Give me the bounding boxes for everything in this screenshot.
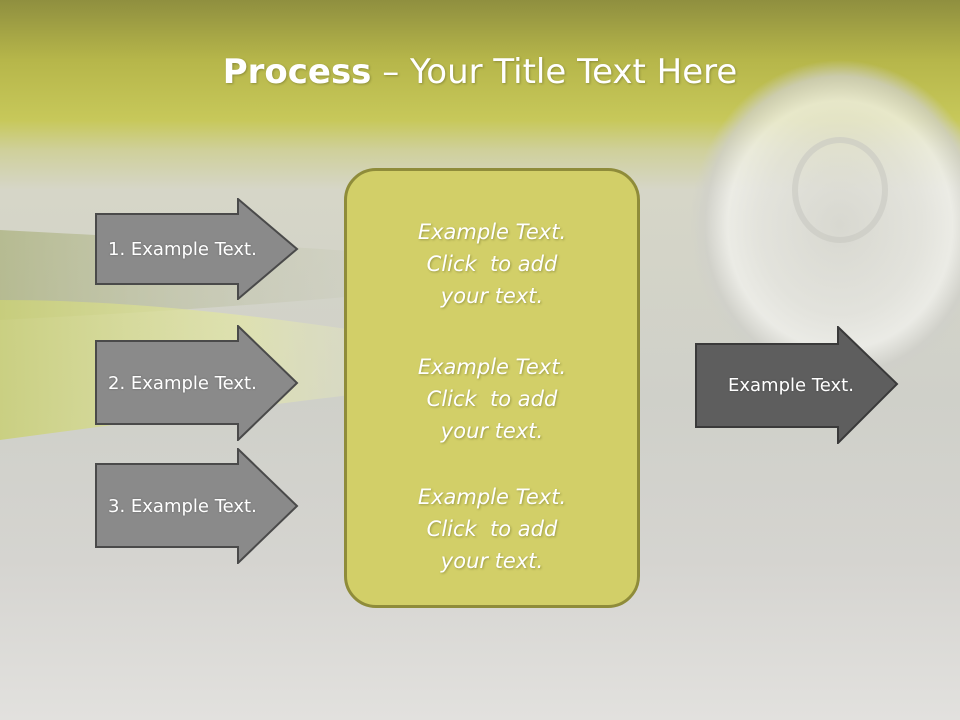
input-arrow-2[interactable]: 2. Example Text. [95, 325, 299, 441]
center-line: your text. [440, 284, 544, 308]
title-rest: – Your Title Text Here [371, 52, 738, 92]
center-line: Example Text. [417, 355, 567, 379]
wheel-hub [792, 137, 888, 243]
input-arrow-label: 2. Example Text. [108, 372, 257, 394]
center-line: Example Text. [417, 485, 567, 509]
input-arrow-3[interactable]: 3. Example Text. [95, 448, 299, 564]
input-arrow-label: 1. Example Text. [108, 238, 257, 260]
center-line: Click to add [426, 387, 558, 411]
output-arrow-label: Example Text. [728, 374, 854, 396]
center-process-box[interactable]: Example Text. Click to add your text. Ex… [344, 168, 640, 608]
output-arrow[interactable]: Example Text. [695, 326, 899, 444]
center-text-block-3: Example Text. Click to add your text. [347, 481, 637, 577]
input-arrow-label: 3. Example Text. [108, 495, 257, 517]
center-text-block-2: Example Text. Click to add your text. [347, 351, 637, 447]
center-line: Click to add [426, 517, 558, 541]
title-bold: Process [222, 52, 372, 92]
center-line: your text. [440, 419, 544, 443]
center-line: Click to add [426, 252, 558, 276]
slide-title: Process – Your Title Text Here [0, 52, 960, 92]
wheel-shape [690, 60, 960, 390]
center-text-block-1: Example Text. Click to add your text. [347, 216, 637, 312]
center-line: Example Text. [417, 220, 567, 244]
center-line: your text. [440, 549, 544, 573]
input-arrow-1[interactable]: 1. Example Text. [95, 198, 299, 300]
